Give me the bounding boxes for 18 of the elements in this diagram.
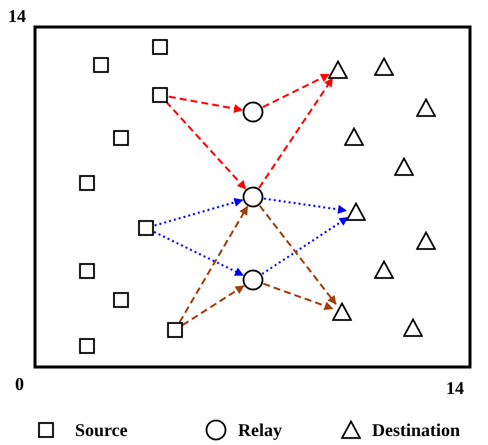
arrow — [258, 78, 334, 188]
arrow — [262, 74, 330, 108]
arrow — [178, 206, 248, 323]
arrow — [168, 96, 244, 113]
axis-label: 14 — [446, 378, 464, 398]
arrow — [165, 100, 246, 190]
arrow — [258, 205, 337, 305]
arrow — [263, 282, 334, 310]
legend-label: Destination — [372, 420, 460, 440]
legend-label: Source — [75, 420, 128, 440]
arrow — [154, 231, 244, 276]
axis-label: 14 — [8, 6, 26, 26]
axis-label: 0 — [15, 374, 24, 394]
arrow — [182, 285, 244, 326]
arrow — [262, 216, 348, 275]
arrow — [154, 198, 244, 226]
arrow — [264, 198, 347, 214]
legend-label: Relay — [238, 420, 282, 440]
